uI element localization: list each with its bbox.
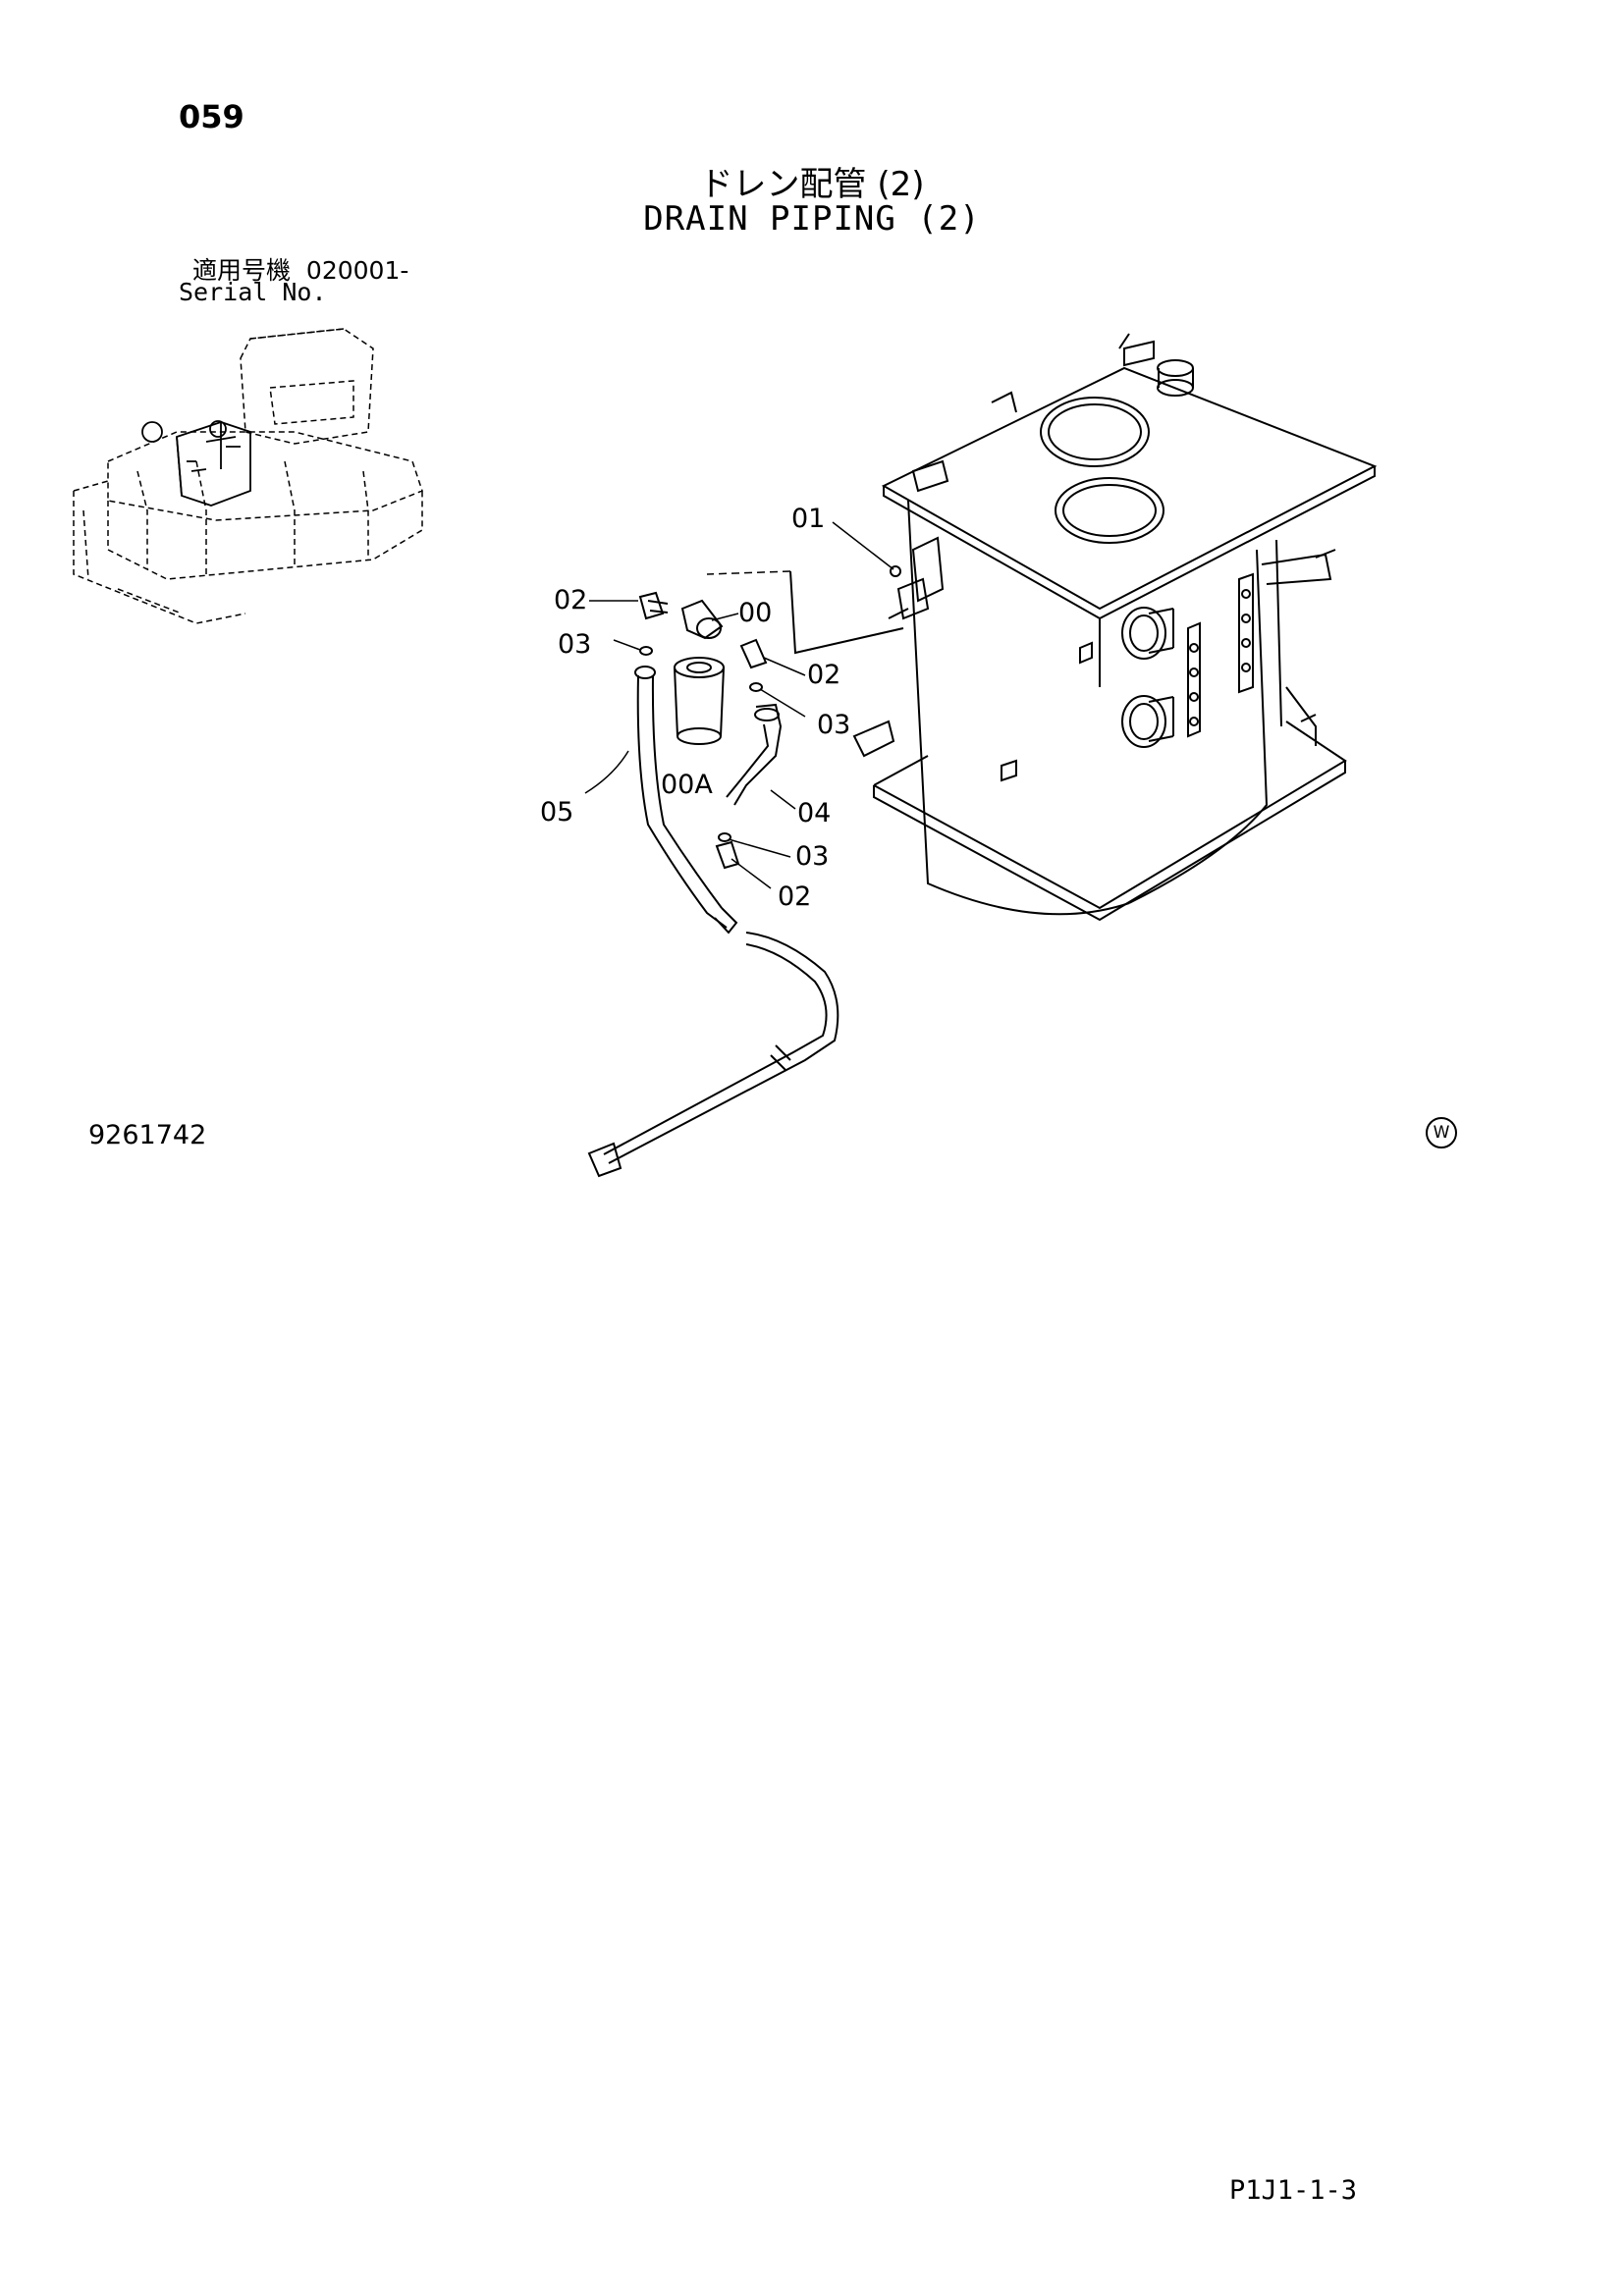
title-japanese: ドレン配管 (2) — [699, 165, 925, 204]
callout-03-b: 03 — [817, 710, 850, 740]
callout-02-c: 02 — [778, 881, 811, 912]
hydraulic-tank — [852, 333, 1378, 922]
machine-overview-thumbnail — [73, 328, 423, 624]
callout-02-a: 02 — [554, 585, 587, 615]
parts-diagram: 01 02 00 03 02 03 00A 05 04 03 02 — [73, 328, 1378, 1178]
serial-number-value: 020001- — [305, 256, 409, 285]
thumbnail-tank-highlight — [141, 420, 251, 507]
w-mark-icon: W — [1426, 1117, 1457, 1148]
callout-02-b: 02 — [807, 660, 840, 690]
callout-03-c: 03 — [795, 841, 829, 872]
callout-00: 00 — [738, 598, 772, 628]
drawing-number: 9261742 — [88, 1120, 207, 1150]
filter-mounting-bracket — [706, 536, 945, 655]
callout-01: 01 — [791, 504, 825, 534]
callout-05: 05 — [540, 797, 573, 828]
serial-label-japanese: 適用号機 020001- — [192, 251, 408, 287]
callout-labels: 01 02 00 03 02 03 00A 05 04 03 02 — [540, 504, 850, 912]
callout-04: 04 — [797, 798, 831, 828]
serial-label-jp-text: 適用号機 — [192, 256, 292, 285]
drain-parts — [587, 591, 839, 1178]
page-number: 059 — [179, 98, 244, 135]
title-english: DRAIN PIPING (2) — [643, 199, 981, 239]
callout-03-a: 03 — [558, 629, 591, 660]
page-code: P1J1-1-3 — [1229, 2175, 1358, 2206]
leader-lines — [584, 521, 894, 889]
serial-label-english: Serial No. — [179, 278, 327, 306]
callout-00A: 00A — [661, 770, 713, 800]
